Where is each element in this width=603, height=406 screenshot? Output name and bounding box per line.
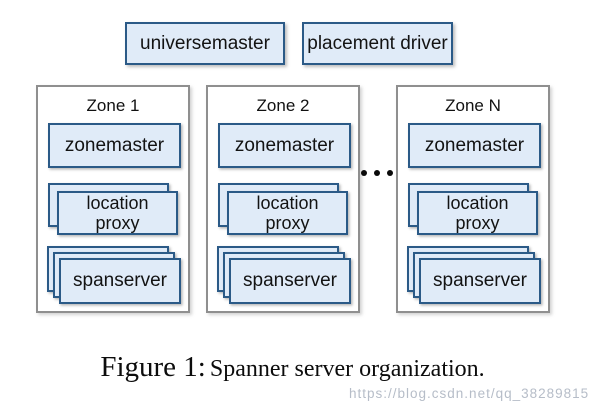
placement-driver-box: placement driver: [302, 22, 453, 65]
zone-n-panel: Zone N zonemaster location proxy spanser…: [396, 85, 550, 313]
location-proxy-label: location proxy: [256, 193, 319, 233]
universemaster-box: universemaster: [125, 22, 285, 65]
location-proxy-stack: location proxy: [218, 183, 350, 237]
location-proxy-label: location proxy: [446, 193, 509, 233]
spanserver-box: spanserver: [419, 258, 541, 304]
spanserver-stack: spanserver: [47, 246, 183, 306]
spanserver-stack: spanserver: [407, 246, 543, 306]
figure-caption: Figure 1: Spanner server organization.: [0, 351, 603, 384]
location-proxy-box: location proxy: [57, 191, 178, 235]
caption-label: Figure 1:: [100, 351, 206, 383]
zonemaster-box: zonemaster: [218, 123, 351, 168]
zone-1-panel: Zone 1 zonemaster location proxy spanser…: [36, 85, 190, 313]
zonemaster-box: zonemaster: [408, 123, 541, 168]
ellipsis-icon: [361, 170, 393, 176]
zone-title: Zone 1: [86, 96, 140, 115]
zone-title: Zone N: [445, 96, 501, 115]
spanserver-stack: spanserver: [217, 246, 353, 306]
placement-driver-label: placement driver: [307, 32, 448, 54]
zone-2-panel: Zone 2 zonemaster location proxy spanser…: [206, 85, 360, 313]
spanserver-box: spanserver: [59, 258, 181, 304]
location-proxy-box: location proxy: [417, 191, 538, 235]
zonemaster-box: zonemaster: [48, 123, 181, 168]
spanserver-box: spanserver: [229, 258, 351, 304]
location-proxy-stack: location proxy: [408, 183, 540, 237]
caption-text: Spanner server organization.: [209, 356, 485, 382]
location-proxy-stack: location proxy: [48, 183, 180, 237]
universemaster-label: universemaster: [140, 32, 270, 54]
location-proxy-box: location proxy: [227, 191, 348, 235]
zone-title: Zone 2: [256, 96, 310, 115]
location-proxy-label: location proxy: [86, 193, 149, 233]
watermark-text: https://blog.csdn.net/qq_38289815: [349, 386, 590, 401]
